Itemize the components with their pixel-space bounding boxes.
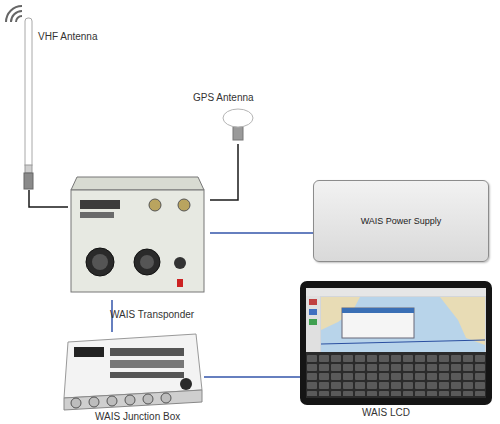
transponder-top — [71, 177, 204, 190]
antenna-band — [25, 165, 32, 173]
keyboard-area — [306, 352, 486, 398]
dialog-title-bar — [342, 308, 414, 313]
sma-connector — [149, 199, 161, 211]
junction-label-plate — [74, 347, 104, 357]
lcd-bezel — [300, 281, 492, 405]
keyboard-keys — [306, 354, 486, 396]
sma-connector — [178, 199, 190, 211]
bnc-connector — [107, 396, 117, 406]
signal-arc — [11, 11, 22, 22]
bnc-connector — [125, 395, 135, 405]
terminal-row — [110, 348, 184, 356]
bnc-connector — [71, 398, 81, 408]
junction-front — [64, 390, 202, 410]
node-label: GPS Antenna — [193, 92, 254, 104]
bnc-connector — [161, 393, 171, 403]
power-supply-box: WAIS Power Supply — [313, 180, 489, 262]
round-connector — [134, 249, 160, 275]
round-connector-core — [140, 255, 154, 269]
ground-terminal — [177, 279, 183, 287]
terminal-row — [110, 372, 184, 378]
node-label: VHF Antenna — [38, 31, 97, 43]
dialog-window — [342, 308, 414, 338]
bnc-connector — [143, 394, 153, 404]
transponder-node: WAIS Transponder — [68, 172, 210, 300]
cable-line — [204, 376, 300, 378]
chart-land — [440, 297, 485, 345]
gps-antenna-node: GPS Antenna — [222, 108, 254, 144]
lcd-screen — [306, 288, 486, 398]
tool-icon — [309, 319, 317, 325]
signal-arc — [16, 16, 22, 22]
route-line — [321, 340, 485, 344]
transponder-front — [71, 190, 204, 292]
nameplate — [80, 200, 120, 209]
round-connector — [86, 248, 114, 276]
junction-top — [64, 334, 202, 398]
toolbar — [306, 288, 486, 296]
node-label: WAIS Junction Box — [95, 411, 180, 423]
round-connector-core — [92, 254, 108, 270]
node-label: WAIS Power Supply — [361, 215, 442, 227]
antenna-node: VHF Antenna — [16, 14, 42, 190]
nameplate — [80, 212, 114, 218]
junction-box-node: WAIS Junction Box — [60, 332, 204, 410]
tool-icon — [309, 309, 317, 315]
antenna-rod — [25, 18, 32, 168]
cable-line — [210, 232, 313, 234]
gps-dome — [223, 109, 253, 127]
tool-icon — [309, 299, 317, 305]
signal-arc — [6, 6, 22, 22]
cable-line — [210, 144, 238, 200]
display-node: WAIS LCD — [300, 280, 492, 405]
node-label: WAIS Transponder — [110, 309, 194, 321]
terminal-row — [110, 360, 184, 368]
power-connector — [174, 257, 186, 269]
chart-water — [321, 297, 485, 352]
antenna-base — [24, 173, 33, 189]
side-toolbar — [306, 296, 320, 352]
node-label: WAIS LCD — [362, 407, 410, 419]
cable-line — [29, 190, 68, 207]
bnc-connector — [89, 397, 99, 407]
cable-gland — [180, 378, 192, 390]
